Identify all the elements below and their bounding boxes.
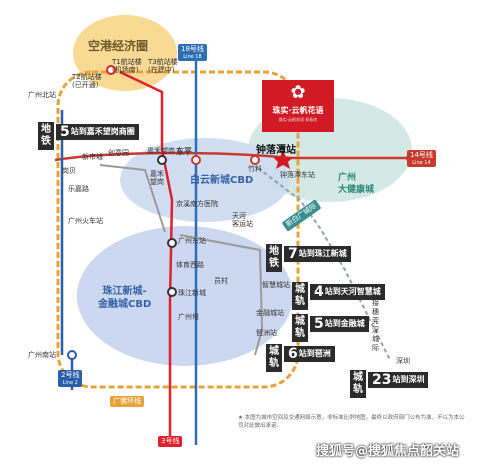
station-zhihui: 智慧城站 <box>262 281 290 289</box>
badge-rail6-kind: 城 轨 <box>266 344 282 372</box>
project-star-icon <box>273 150 293 169</box>
baiyun-zone-label: 白云新城CBD <box>190 175 254 186</box>
badge-metro5-kind: 地 铁 <box>38 122 54 150</box>
line-14-tag: 14号线 Line 14 <box>407 150 436 167</box>
badge-rail23-kind: 城 轨 <box>350 370 366 398</box>
ring-line <box>56 70 300 389</box>
station-dongping-marker[interactable] <box>191 155 201 165</box>
badge-metro5-num: 5 <box>60 124 70 140</box>
station-gangbei: 岗贝 <box>62 167 76 175</box>
station-zlt-east: 钟落潭东站 <box>280 171 315 179</box>
station-zjxc: 珠江新城 <box>178 289 206 297</box>
station-dongping: 东平 <box>176 147 192 156</box>
intercity-line <box>257 167 391 361</box>
station-liucun: 员村 <box>214 277 228 285</box>
station-t3: T3航站楼 (在建中) <box>148 58 178 74</box>
badge-rail4-text: 站到天河智慧城 <box>324 287 381 296</box>
station-gz-north: 广州北站 <box>28 91 56 99</box>
zhujiang-zone-label: 珠江新城- 金融城CBD <box>98 286 152 310</box>
station-zjxc-marker[interactable] <box>167 287 177 297</box>
station-shenzhen: 深圳 <box>396 357 410 365</box>
line-2-tag: 2号线 Line 2 <box>58 370 83 387</box>
line-14-name: 14号线 <box>410 151 433 159</box>
badge-rail5: 5站到金融城 <box>310 316 369 332</box>
line-3 <box>119 70 174 440</box>
health-zone-label: 广州 大健康城 <box>338 173 375 195</box>
station-t2-marker[interactable] <box>106 65 116 75</box>
station-jinrong: 金融城站 <box>256 309 284 317</box>
badge-rail23-num: 23 <box>372 372 392 388</box>
badge-metro5-text: 站到嘉禾望岗商圈 <box>70 127 135 136</box>
station-jiahe-wanggang: 嘉禾 望岗 <box>150 170 164 186</box>
badge-rail23-text: 站到深圳 <box>392 375 425 384</box>
station-t1: T1航站楼 (机场南) <box>112 58 142 74</box>
station-pazhou: 琶洲站 <box>256 329 277 337</box>
flower-icon: ✿ <box>290 82 306 103</box>
brand-tagline: 珠实·云帆花语 样板房 <box>278 117 318 122</box>
brand-name: 珠实·云帆花语 <box>272 106 324 115</box>
badge-rail23: 23站到深圳 <box>368 372 429 388</box>
badge-rail6-num: 6 <box>288 346 298 362</box>
station-gz-station: 广州火车站 <box>68 217 103 225</box>
station-gzsouth-marker[interactable] <box>67 350 77 360</box>
station-t2: T2航站楼 (已开通) <box>72 73 102 89</box>
badge-metro7-num: 7 <box>288 246 298 262</box>
line-2 <box>60 110 74 390</box>
line-3-name: 3号线 <box>161 437 180 445</box>
disclaimer-note: ★ 本图为城市空间及交通网络示意，非标准比例地图，最终以政府部门公布为准，不以为… <box>238 415 465 429</box>
line-18-en: Line 18 <box>183 54 202 60</box>
station-lehuanyuan: 乐嘉路 <box>68 185 89 193</box>
ring-line-tag: 广佛环线 <box>110 396 144 407</box>
line-14-en: Line 14 <box>412 160 431 166</box>
station-tiyu-xilu: 体育西路 <box>176 261 204 269</box>
watermark: 搜狐号@搜狐焦点韶关站 <box>316 444 460 459</box>
station-gzeast-marker[interactable] <box>167 238 177 248</box>
station-zhuliao-marker[interactable] <box>250 155 260 165</box>
station-jiaohe: 嘉禾望岗 <box>147 147 175 155</box>
line-14 <box>54 151 410 162</box>
badge-rail6: 6站到琶洲 <box>284 346 335 362</box>
badge-rail4-kind: 城 轨 <box>292 282 308 310</box>
station-jiaohe-marker[interactable] <box>157 155 167 165</box>
rail-line-gray <box>179 234 264 356</box>
badge-rail5-num: 5 <box>314 316 324 332</box>
line-3-tag: 3号线 <box>158 436 183 447</box>
brand-logo: ✿ 珠实·云帆花语 珠实·云帆花语 样板房 <box>262 80 334 132</box>
badge-rail5-kind: 城 轨 <box>292 314 308 342</box>
badge-metro7: 7站到珠江新城 <box>284 246 351 262</box>
station-gz-south: 广州南站 <box>28 351 56 359</box>
line-18-tag: 18号线 Line 18 <box>178 44 207 61</box>
station-gz-east: 广州东站 <box>178 237 206 245</box>
line-2-en: Line 2 <box>62 380 78 386</box>
station-zhongluotan: 钟落潭站 <box>256 145 296 156</box>
station-jingxi: 京溪南方医院 <box>176 200 218 208</box>
station-chuangyiyuan: 创意园 <box>108 149 129 157</box>
station-xinshicheng: 新市墟 <box>82 153 103 161</box>
line-7-gray <box>99 164 166 233</box>
station-zhuliao: 竹料 <box>248 165 262 173</box>
station-gz-tower: 广州塔 <box>178 313 199 321</box>
line-18-name: 18号线 <box>181 45 204 53</box>
airport-zone-label: 空港经济圈 <box>88 39 149 53</box>
badge-metro7-text: 站到珠江新城 <box>298 249 347 258</box>
badge-metro7-kind: 地 铁 <box>266 244 282 272</box>
station-tianhe-keyun: 天河 客运站 <box>232 212 253 228</box>
zhujiang-zone <box>77 226 293 366</box>
badge-rail5-text: 站到金融城 <box>324 319 365 328</box>
badge-metro5: 5站到嘉禾望岗商圈 <box>56 124 139 140</box>
badge-rail4: 4站到天河智慧城 <box>310 284 385 300</box>
badge-rail6-text: 站到琶洲 <box>298 349 331 358</box>
line-2-name: 2号线 <box>61 371 80 379</box>
badge-rail4-num: 4 <box>314 284 324 300</box>
